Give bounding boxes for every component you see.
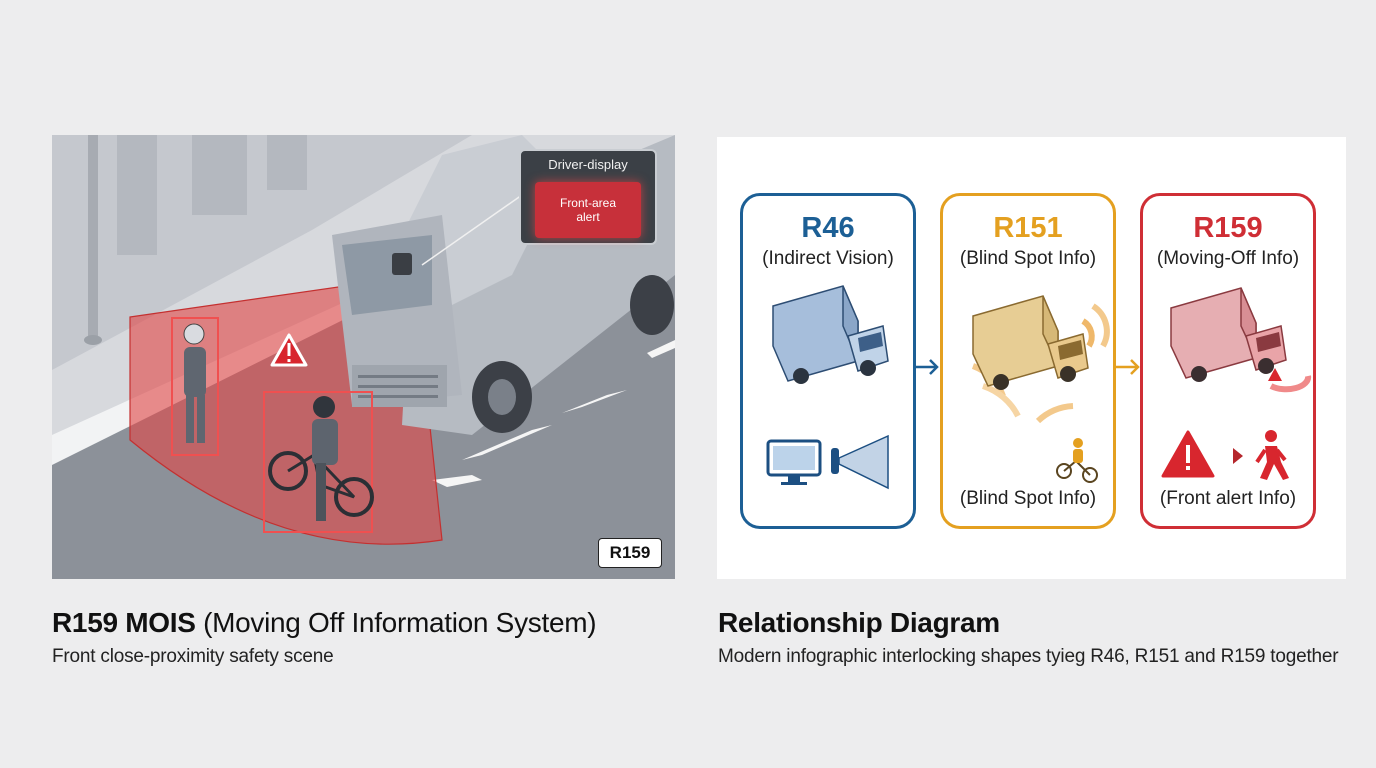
arrow-r151-to-r159 [1116, 359, 1140, 375]
r46-illustration [766, 285, 889, 490]
r151-illustration [971, 295, 1110, 483]
warning-icon [270, 333, 308, 367]
cyclist-icon [1056, 438, 1098, 483]
card-subtitle: (Indirect Vision) [762, 248, 894, 269]
right-caption-title-text: Relationship Diagram [718, 607, 1000, 638]
pedestrian-detection-box [171, 317, 219, 456]
driver-display: Driver-display Front-area alert [519, 149, 657, 245]
display-alert-text: Front-area alert [559, 196, 617, 224]
monitor-icon [766, 439, 822, 485]
cyclist-icon [268, 396, 374, 521]
r159-tag: R159 [598, 538, 662, 568]
display-title: Driver-display [548, 157, 628, 172]
card-r159: R159 (Moving-Off Info) [1140, 193, 1316, 529]
card-bottom-label: (Front alert Info) [1159, 488, 1297, 509]
front-alert-glow [1268, 368, 1312, 393]
pedestrian-icon [1255, 430, 1289, 480]
card-bottom-label: (Blind Spot Info) [959, 488, 1097, 509]
right-caption-subtitle: Modern infographic interlocking shapes t… [718, 646, 1339, 667]
front-area-alert: Front-area alert [535, 182, 641, 238]
left-caption-title-rest: (Moving Off Information System) [203, 607, 597, 638]
truck-icon [1170, 287, 1287, 382]
camera-view-icon [831, 434, 889, 490]
relationship-diagram: R46 (Indirect Vision) [717, 137, 1346, 579]
cyclist-detection-box [263, 391, 373, 533]
left-caption-title-bold: R159 MOIS [52, 607, 196, 638]
left-caption-title: R159 MOIS (Moving Off Information System… [52, 607, 597, 639]
warning-icon [1161, 430, 1215, 478]
r159-illustration [1161, 287, 1312, 480]
left-caption-subtitle: Front close-proximity safety scene [52, 646, 334, 667]
card-r46: R46 (Indirect Vision) [740, 193, 916, 529]
camera-icon [392, 253, 412, 275]
card-title: R46 [801, 212, 855, 244]
arrow-right-icon [1233, 448, 1243, 464]
card-title: R151 [993, 212, 1063, 244]
right-caption-title: Relationship Diagram [718, 607, 1000, 639]
card-subtitle: (Moving-Off Info) [1156, 248, 1300, 269]
pedestrian-icon [183, 323, 206, 443]
card-title: R159 [1193, 212, 1263, 244]
card-subtitle: (Blind Spot Info) [959, 248, 1097, 269]
truck-icon [772, 285, 889, 384]
card-r151: R151 (Blind Spot Info) [940, 193, 1116, 529]
arrow-r46-to-r151 [915, 359, 939, 375]
truck-icon [972, 295, 1089, 390]
